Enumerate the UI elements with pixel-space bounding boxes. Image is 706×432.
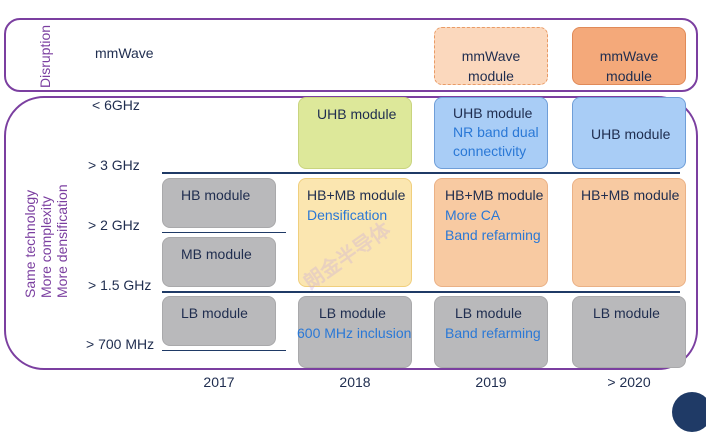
band-label-3ghz: > 3 GHz	[88, 157, 140, 173]
lb-module-2017: LB module	[162, 296, 276, 346]
year-2018: 2018	[339, 374, 371, 390]
corner-badge	[672, 392, 706, 432]
year-2017: 2017	[203, 374, 235, 390]
band-label-700mhz: > 700 MHz	[86, 336, 155, 352]
side-label-same-technology: Same technology	[22, 189, 38, 298]
lb-module-2018: LB module 600 MHz inclusion	[297, 296, 412, 368]
lb-module-2020: LB module	[572, 296, 686, 368]
hbmb-module-2020: HB+MB module	[572, 178, 686, 287]
lb-module-2019: LB module Band refarming	[434, 296, 548, 368]
main-side-labels: Same technology More complexity More den…	[22, 184, 70, 298]
year-2020: > 2020	[607, 374, 651, 390]
uhb-module-2019: UHB module NR band dual connectivity	[434, 97, 548, 169]
band-label-6ghz: < 6GHz	[92, 97, 140, 113]
divider-700mhz	[162, 350, 286, 351]
band-label-1-5ghz: > 1.5 GHz	[88, 277, 152, 293]
uhb-module-2018: UHB module	[298, 97, 412, 169]
mmwave-row-label: mmWave	[95, 45, 154, 61]
disruption-label: Disruption	[37, 24, 53, 88]
hb-module-2017: HB module	[162, 178, 276, 228]
band-label-2ghz: > 2 GHz	[88, 217, 140, 233]
year-2019: 2019	[475, 374, 507, 390]
disruption-frame	[4, 18, 698, 92]
side-label-more-densification: More densification	[54, 184, 70, 298]
hbmb-module-2019: HB+MB module More CA Band refarming	[434, 178, 548, 287]
divider-1-5ghz	[162, 291, 680, 293]
mb-module-2017: MB module	[162, 237, 276, 287]
hbmb-module-2018: HB+MB module Densification	[298, 178, 412, 287]
side-label-more-complexity: More complexity	[38, 196, 54, 298]
uhb-module-2020: UHB module	[572, 97, 686, 169]
mmwave-module-2019: mmWave module	[434, 27, 548, 85]
divider-3ghz	[162, 172, 680, 174]
mmwave-module-2020: mmWave module	[572, 27, 686, 85]
divider-2ghz	[162, 232, 286, 233]
